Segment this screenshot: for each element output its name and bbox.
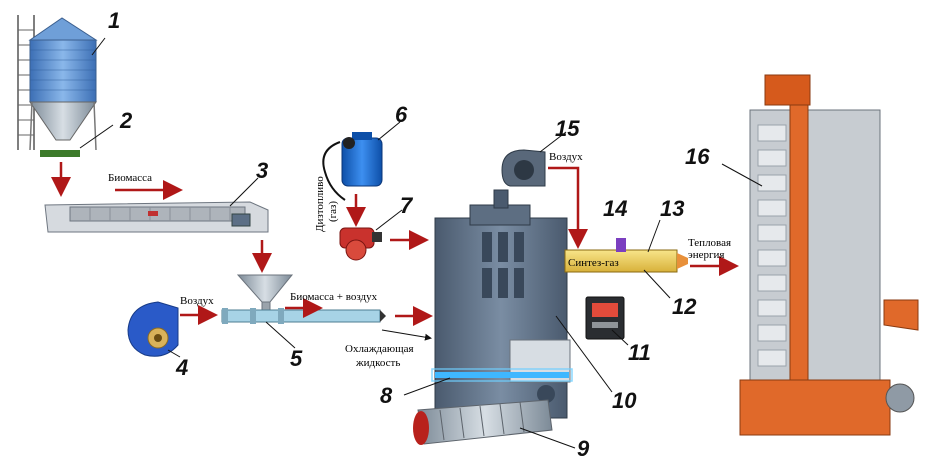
conveyor: [44, 177, 269, 233]
label-air-top: Воздух: [549, 151, 583, 163]
callout-12: 12: [672, 294, 697, 319]
burner: [339, 209, 403, 261]
callout-3: 3: [256, 158, 269, 183]
silo: [17, 15, 114, 157]
callout-9: 9: [577, 436, 590, 461]
syngas-burner: [564, 219, 688, 299]
diesel-tank: [322, 121, 401, 201]
callout-16: 16: [685, 144, 710, 169]
silo-base-2: [40, 150, 80, 157]
gasifier: [403, 189, 613, 419]
ash-auger: [413, 399, 576, 449]
callout-15: 15: [555, 116, 580, 141]
cooling-jacket-8: [435, 372, 569, 378]
callout-6: 6: [395, 102, 408, 127]
callout-11: 11: [628, 340, 651, 365]
label-biomass: Биомасса: [108, 172, 152, 184]
callout-1: 1: [108, 8, 121, 33]
label-diesel-gas: (газ): [327, 201, 339, 222]
label-diesel: Дизтопливо: [314, 176, 326, 232]
callout-13: 13: [660, 196, 685, 221]
air-fan: [501, 131, 567, 187]
syngas-sensor-14: [616, 238, 626, 252]
label-thermal-2: энергия: [688, 249, 724, 261]
label-biomass-air: Биомасса + воздух: [290, 291, 378, 303]
label-thermal-1: Тепловая: [688, 237, 731, 249]
dryer-tower: [721, 74, 919, 436]
flow-arrows: [51, 162, 739, 326]
callout-10: 10: [612, 388, 637, 413]
callout-2: 2: [120, 108, 133, 133]
label-air-left: Воздух: [180, 295, 214, 307]
label-coolant-2: жидкость: [355, 357, 400, 369]
callout-4: 4: [176, 355, 189, 380]
callout-14: 14: [603, 196, 628, 221]
air-blower: [127, 301, 181, 358]
label-coolant-1: Охлаждающая: [345, 343, 414, 355]
callout-8: 8: [380, 383, 393, 408]
mixer: [221, 274, 386, 349]
label-syngas: Синтез-газ: [568, 257, 619, 269]
callout-7: 7: [400, 193, 413, 218]
callout-5: 5: [290, 346, 303, 371]
controller: [585, 296, 629, 346]
